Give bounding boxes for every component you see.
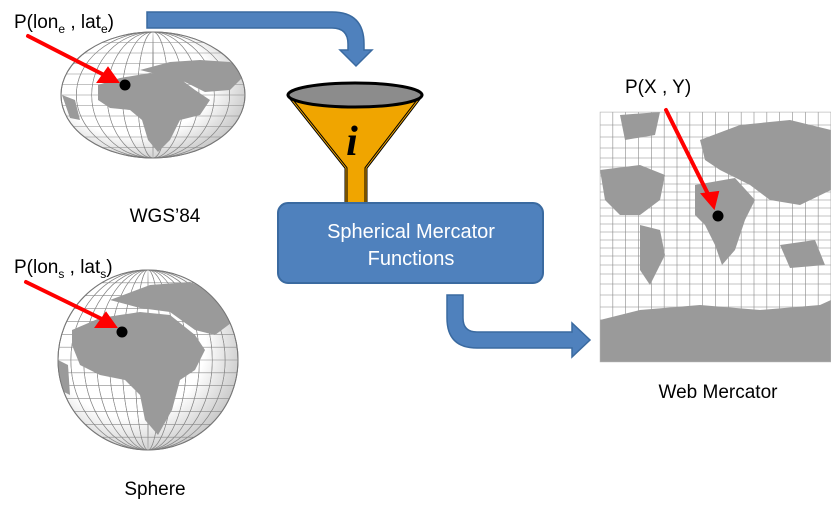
wgs84-pointer-arrow [26, 34, 120, 83]
flow-arrow-to-funnel [146, 11, 374, 68]
sphere-pointer-arrow [24, 280, 118, 328]
flow-arrow-to-web-mercator [446, 294, 592, 359]
web-mercator-label: Web Mercator [659, 382, 779, 403]
spherical-mercator-functions-box: Spherical Mercator Functions [277, 202, 544, 284]
graticule-line [91, 32, 215, 158]
graticule-line [76, 32, 230, 158]
sphere-label: Sphere [124, 479, 185, 500]
sphere-point-marker [116, 326, 128, 338]
box-label-line1: Spherical Mercator [327, 221, 495, 243]
mercator-pointer-arrow [664, 108, 720, 211]
wgs84-point-marker [119, 79, 131, 91]
web-mercator-map [599, 111, 831, 363]
graticule-line [70, 270, 226, 450]
wgs84-ellipsoid-globe [60, 31, 246, 159]
web-mercator-point-marker [712, 210, 724, 222]
mercator-point-label: P(X , Y) [625, 77, 691, 98]
sphere-globe [57, 269, 239, 451]
filter-funnel-icon: i [286, 81, 424, 207]
sphere-point-label: P(lons , lats) [14, 257, 113, 281]
wgs84-label: WGS’84 [130, 206, 201, 227]
wgs84-point-label: P(lone , late) [14, 12, 114, 36]
box-label-line2: Functions [368, 248, 455, 270]
info-letter: i [346, 119, 358, 165]
